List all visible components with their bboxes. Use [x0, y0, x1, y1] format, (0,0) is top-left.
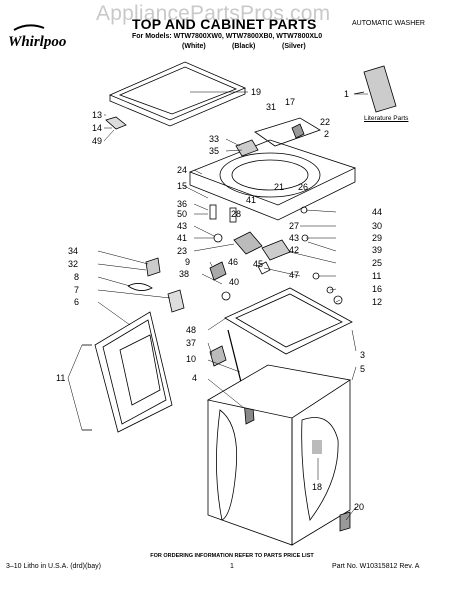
callout-1: 1	[344, 89, 350, 99]
callout-33: 33	[209, 134, 220, 144]
lid-assembly	[105, 61, 247, 130]
callout-8: 8	[74, 272, 80, 282]
leader-lines	[67, 91, 368, 521]
callout-17: 17	[285, 97, 296, 107]
top-cabinet	[188, 117, 357, 221]
callout-39: 39	[372, 245, 383, 255]
page-title: TOP AND CABINET PARTS	[132, 16, 317, 32]
callout-49: 49	[92, 136, 103, 146]
callout-34: 34	[68, 246, 79, 256]
callout-11-left: 11	[56, 373, 66, 383]
model-numbers: For Models: WTW7800XW0, WTW7800XB0, WTW7…	[132, 33, 323, 40]
callout-50: 50	[177, 209, 188, 219]
callout-29: 29	[372, 233, 383, 243]
watermark-text: AppliancePartsPros.com	[96, 2, 331, 25]
callout-32: 32	[68, 259, 79, 269]
callout-12: 12	[372, 297, 383, 307]
color-silver: (Silver)	[282, 43, 306, 50]
callout-25: 25	[372, 258, 383, 268]
litho-info: 3–10 Litho in U.S.A. (drd)(bay)	[6, 563, 101, 570]
callout-27: 27	[289, 221, 300, 231]
callout-11-right: 11	[372, 271, 382, 281]
callout-4: 4	[192, 373, 198, 383]
callout-19: 19	[251, 87, 262, 97]
callout-14: 14	[92, 123, 103, 133]
callout-45: 45	[253, 259, 264, 269]
callout-40: 40	[229, 277, 240, 287]
page-subtitle: AUTOMATIC WASHER	[352, 20, 425, 27]
literature-parts-label: Literature Parts	[364, 115, 409, 122]
callout-3: 3	[360, 350, 366, 360]
callout-31: 31	[266, 102, 277, 112]
callout-22: 22	[320, 117, 331, 127]
callout-43-left: 43	[177, 221, 188, 231]
callout-13: 13	[92, 110, 103, 120]
callout-21: 21	[274, 182, 285, 192]
ordering-info: FOR ORDERING INFORMATION REFER TO PARTS …	[150, 553, 314, 559]
color-black: (Black)	[232, 43, 256, 50]
callout-7: 7	[74, 285, 80, 295]
callout-15: 15	[177, 181, 188, 191]
svg-text:Whirlpool: Whirlpool	[8, 34, 66, 50]
callout-18: 18	[312, 482, 323, 492]
page-number: 1	[230, 563, 234, 570]
callout-36: 36	[177, 199, 188, 209]
callout-48: 48	[186, 325, 197, 335]
callout-5: 5	[360, 364, 366, 374]
callout-47: 47	[289, 270, 300, 280]
callout-28: 28	[231, 209, 242, 219]
callout-44: 44	[372, 207, 383, 217]
callout-6: 6	[74, 297, 80, 307]
callout-41-left: 41	[177, 233, 188, 243]
callout-41-upper: 41	[246, 195, 257, 205]
callout-30: 30	[372, 221, 383, 231]
callout-43-right: 43	[289, 233, 300, 243]
callout-23: 23	[177, 246, 188, 256]
callout-16: 16	[372, 284, 383, 294]
callout-9: 9	[185, 257, 191, 267]
rear-panel	[82, 311, 173, 433]
part-number: Part No. W10315812 Rev. A	[332, 563, 420, 570]
top-frame	[224, 287, 353, 355]
main-cabinet	[206, 364, 352, 546]
callout-35: 35	[209, 146, 220, 156]
whirlpool-logo-icon: Whirlpool	[8, 24, 66, 50]
hinge-brackets	[127, 204, 343, 313]
callout-24: 24	[177, 165, 188, 175]
literature-booklet	[353, 65, 397, 113]
callout-46: 46	[228, 257, 239, 267]
callout-38: 38	[179, 269, 190, 279]
callout-20: 20	[354, 502, 365, 512]
callout-26: 26	[298, 182, 309, 192]
callout-42: 42	[289, 245, 300, 255]
callout-2: 2	[324, 129, 330, 139]
color-white: (White)	[182, 43, 206, 50]
callout-10: 10	[186, 354, 197, 364]
callout-37: 37	[186, 338, 197, 348]
